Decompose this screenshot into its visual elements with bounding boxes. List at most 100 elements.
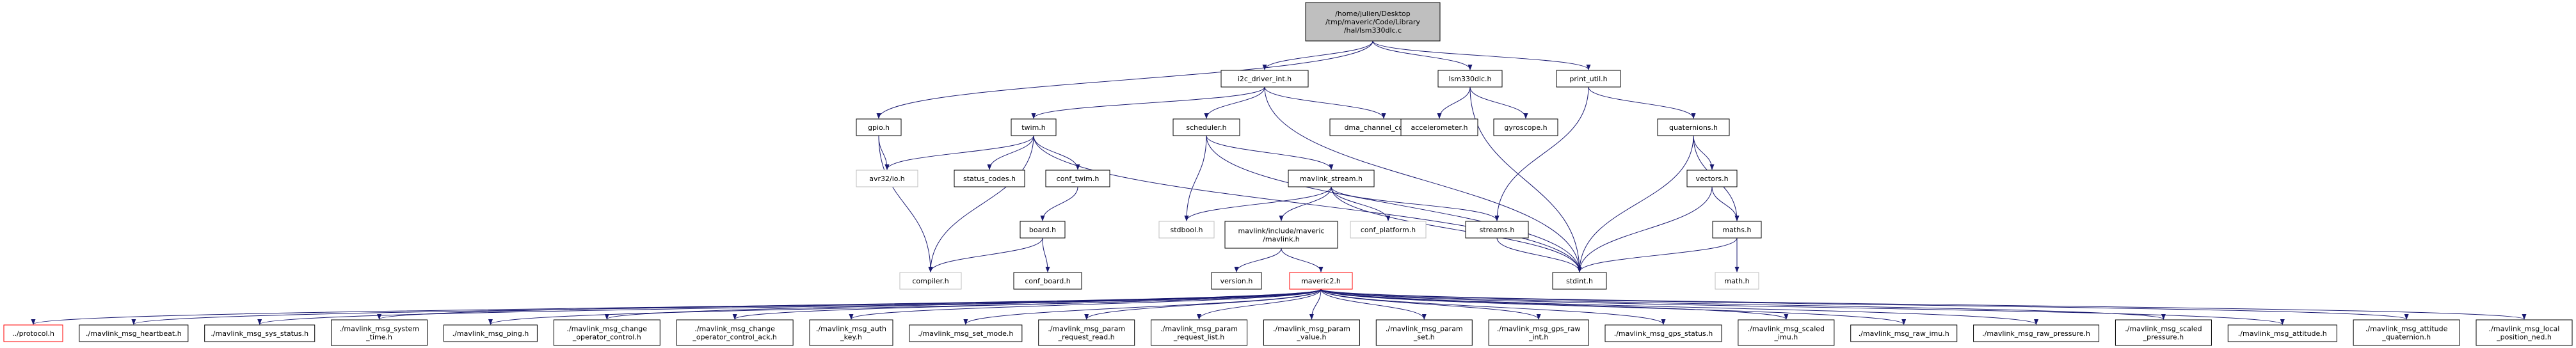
node-box-compiler: [899, 272, 962, 290]
node-label-attquat-line-0: ./mavlink_msg_attitude: [2365, 325, 2448, 333]
node-paramset[interactable]: ./mavlink_msg_param_set.h: [1375, 319, 1473, 346]
node-label-scheduler-line-0: scheduler.h: [1186, 123, 1226, 132]
node-gpsrawint[interactable]: ./mavlink_msg_gps_raw_int.h: [1488, 319, 1589, 346]
node-changeopack[interactable]: ./mavlink_msg_change_operator_control_ac…: [676, 319, 794, 346]
node-confboard[interactable]: conf_board.h: [1013, 272, 1082, 290]
node-label-protocol-line-0: ../protocol.h: [12, 329, 54, 338]
edge-maveric-to-paramvalue: [1309, 289, 1322, 320]
node-label-avr32io-line-0: avr32/io.h: [869, 175, 905, 183]
edge-twim-to-status: [987, 135, 1034, 170]
node-label-i2c-line-0: i2c_driver_int.h: [1238, 75, 1292, 83]
node-quat[interactable]: quaternions.h: [1657, 118, 1730, 136]
node-box-stdint: [1552, 272, 1607, 290]
node-streams[interactable]: streams.h: [1465, 221, 1529, 239]
node-gyro[interactable]: gyroscope.h: [1493, 118, 1558, 136]
edge-print-to-streams: [1494, 86, 1589, 221]
node-rawpressure[interactable]: ./mavlink_msg_raw_pressure.h: [1973, 324, 2100, 342]
edge-conftwim-to-board: [1040, 186, 1078, 221]
node-label-changeopack-line-1: _operator_control_ack.h: [692, 333, 777, 342]
node-localpos[interactable]: ./mavlink_msg_local_position_ned.h: [2476, 319, 2573, 346]
edge-twim-to-compiler: [928, 135, 1034, 273]
node-stdint[interactable]: stdint.h: [1552, 272, 1607, 290]
node-print[interactable]: print_util.h: [1556, 70, 1621, 88]
node-label-vectors-line-0: vectors.h: [1695, 175, 1728, 183]
node-box-mavstream: [1288, 170, 1375, 187]
node-label-conftwim-line-0: conf_twim.h: [1057, 175, 1100, 183]
node-box-localpos: [2476, 319, 2573, 346]
node-label-streams-line-0: streams.h: [1480, 226, 1515, 234]
node-label-mavstream-line-0: mavlink_stream.h: [1300, 175, 1363, 183]
node-gpio[interactable]: gpio.h: [856, 118, 902, 136]
node-stdbool[interactable]: stdbool.h: [1158, 221, 1215, 239]
node-ping[interactable]: ./mavlink_msg_ping.h: [443, 324, 538, 342]
edge-root-to-i2c: [1262, 40, 1373, 70]
edge-i2c-to-dma: [1264, 86, 1386, 119]
node-compiler[interactable]: compiler.h: [899, 272, 962, 290]
node-label-systime-line-1: _time.h: [365, 333, 392, 342]
node-scaledimu[interactable]: ./mavlink_msg_scaled_imu.h: [1738, 319, 1835, 346]
edge-vectors-to-stdint: [1577, 186, 1713, 273]
edge-maveric-to-rawimu: [1320, 289, 1906, 325]
node-version[interactable]: version.h: [1211, 272, 1262, 290]
node-conftwim[interactable]: conf_twim.h: [1045, 170, 1110, 187]
node-maveric[interactable]: maveric2.h: [1289, 272, 1353, 290]
node-systime[interactable]: ./mavlink_msg_system_time.h: [331, 319, 428, 346]
node-paramreqread[interactable]: ./mavlink_msg_param_request_read.h: [1038, 319, 1135, 346]
node-sysstatus[interactable]: ./mavlink_msg_sys_status.h: [204, 324, 316, 342]
edge-mavinc-to-version: [1234, 248, 1282, 273]
node-box-paramreqlist: [1151, 319, 1248, 346]
node-board[interactable]: board.h: [1020, 221, 1066, 239]
node-attquat[interactable]: ./mavlink_msg_attitude_quaternion.h: [2353, 319, 2460, 346]
node-status[interactable]: status_codes.h: [954, 170, 1025, 187]
node-label-gpio-line-0: gpio.h: [868, 123, 890, 132]
edge-maveric-to-changeopack: [732, 289, 1322, 320]
node-label-ping-line-0: ./mavlink_msg_ping.h: [452, 329, 529, 338]
node-box-paramset: [1375, 319, 1473, 346]
node-twim[interactable]: twim.h: [1011, 118, 1057, 136]
edge-maveric-to-heartbeat: [131, 289, 1322, 325]
edge-maveric-to-localpos: [1320, 289, 2526, 320]
node-label-root-line-0: /home/julien/Desktop: [1335, 10, 1411, 18]
edge-mavstream-to-stdbool: [1184, 186, 1332, 221]
node-mavstream[interactable]: mavlink_stream.h: [1288, 170, 1375, 187]
node-scheduler[interactable]: scheduler.h: [1172, 118, 1240, 136]
node-paramreqlist[interactable]: ./mavlink_msg_param_request_list.h: [1151, 319, 1248, 346]
node-box-mavinc: [1224, 221, 1338, 249]
node-box-maths: [1712, 221, 1762, 239]
node-box-status: [954, 170, 1025, 187]
node-authkey[interactable]: ./mavlink_msg_auth_key.h: [809, 319, 893, 346]
node-lsm[interactable]: lsm330dlc.h: [1437, 70, 1503, 88]
node-rawimu[interactable]: ./mavlink_msg_raw_imu.h: [1850, 324, 1958, 342]
edge-root-to-lsm: [1372, 40, 1473, 70]
node-setmode[interactable]: ./mavlink_msg_set_mode.h: [909, 324, 1023, 342]
node-box-maveric: [1289, 272, 1353, 290]
node-avr32io[interactable]: avr32/io.h: [856, 170, 918, 187]
node-label-status-line-0: status_codes.h: [963, 175, 1016, 183]
node-heartbeat[interactable]: ./mavlink_msg_heartbeat.h: [79, 324, 189, 342]
edge-mavstream-to-streams: [1331, 186, 1500, 221]
edge-lsm-to-gyro: [1469, 86, 1528, 119]
node-vectors[interactable]: vectors.h: [1686, 170, 1738, 187]
node-confplat[interactable]: conf_platform.h: [1350, 221, 1427, 239]
node-mavinc[interactable]: mavlink/include/maveric/mavlink.h: [1224, 221, 1338, 249]
node-accel[interactable]: accelerometer.h: [1400, 118, 1478, 136]
node-box-gpsrawint: [1488, 319, 1589, 346]
node-box-vectors: [1686, 170, 1738, 187]
node-label-rawimu-line-0: ./mavlink_msg_raw_imu.h: [1859, 329, 1949, 338]
node-attitude[interactable]: ./mavlink_msg_attitude.h: [2227, 324, 2337, 342]
node-box-attquat: [2353, 319, 2460, 346]
node-label-attitude-line-0: ./mavlink_msg_attitude.h: [2238, 329, 2327, 338]
node-scaledpressure[interactable]: ./mavlink_msg_scaled_pressure.h: [2115, 319, 2212, 346]
node-label-stdint-line-0: stdint.h: [1566, 277, 1593, 285]
node-protocol[interactable]: ../protocol.h: [3, 324, 63, 342]
node-gpsstatus[interactable]: ./mavlink_msg_gps_status.h: [1604, 324, 1722, 342]
node-label-paramvalue-line-0: ./mavlink_msg_param: [1273, 325, 1350, 333]
node-label-print-line-0: print_util.h: [1569, 75, 1607, 83]
node-maths[interactable]: maths.h: [1712, 221, 1762, 239]
node-i2c[interactable]: i2c_driver_int.h: [1220, 70, 1309, 88]
node-label-lsm-line-0: lsm330dlc.h: [1448, 75, 1491, 83]
node-changeop[interactable]: ./mavlink_msg_change_operator_control.h: [553, 319, 660, 346]
node-root: /home/julien/Desktop/tmp/maveric/Code/Li…: [1305, 2, 1441, 42]
node-math[interactable]: math.h: [1715, 272, 1759, 290]
node-paramvalue[interactable]: ./mavlink_msg_param_value.h: [1263, 319, 1360, 346]
